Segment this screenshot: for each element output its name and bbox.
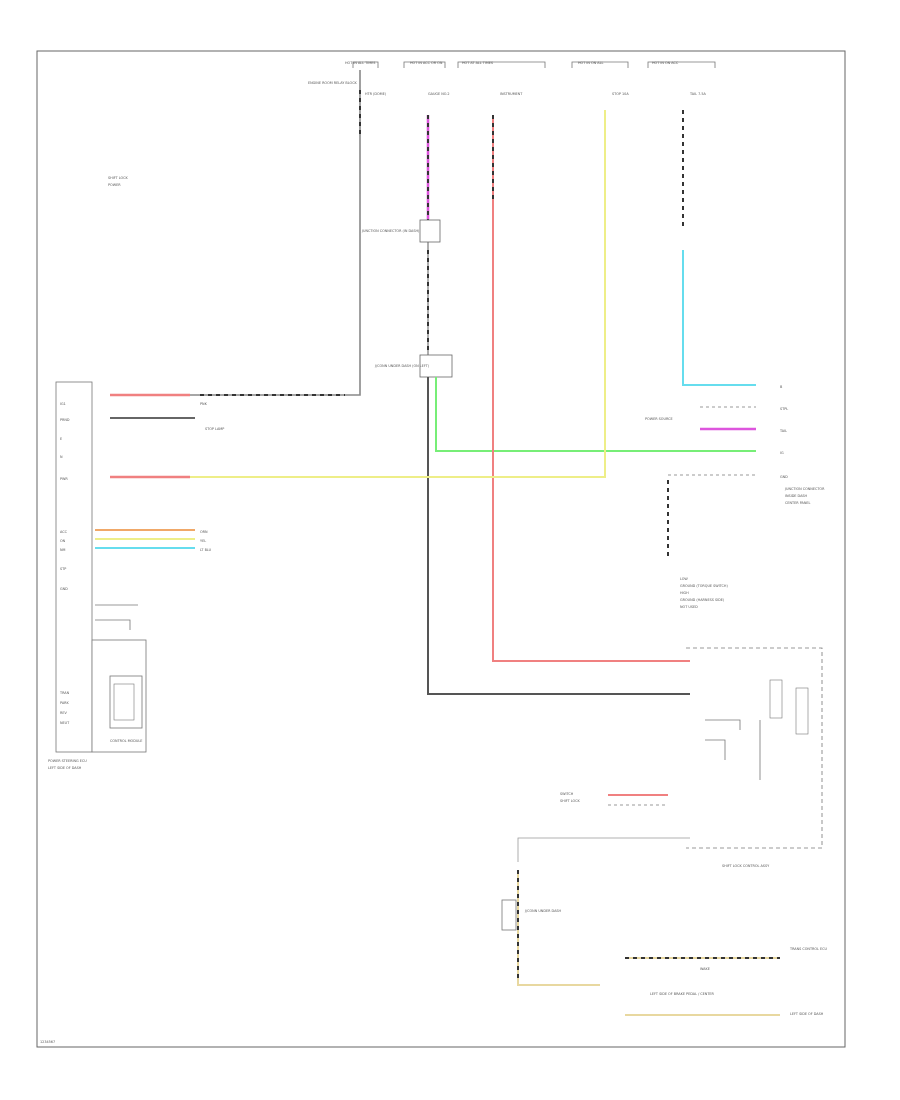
wire-cyan	[682, 250, 756, 386]
top-power-sources: HOT IN ALL TIMES HOT IN ACC OR ON HOT AT…	[308, 61, 716, 96]
ecu-pin-6: ACC	[60, 530, 68, 534]
wire-gray-ground	[517, 837, 690, 862]
ground-connector-label: J/CONN UNDER DASH	[524, 909, 562, 913]
right-terminal-2: STPL	[780, 407, 788, 411]
symbol-legend-5: NOT USED	[680, 605, 698, 609]
wire-green	[435, 377, 756, 452]
symbol-legend-2: GROUND (TORQUE SWITCH)	[680, 584, 728, 588]
ecu-pin-2: PRND	[60, 418, 70, 422]
legend-item-2: POWER	[108, 183, 121, 187]
diagram-code: 1234567	[40, 1040, 55, 1044]
ecu-pin-5: PWR	[60, 477, 68, 481]
wire-yellow	[110, 110, 606, 478]
wire-gray-ig1	[190, 70, 361, 396]
symbol-legend-3: HIGH	[680, 591, 689, 595]
source-label-5: HOT IN ON ACC	[652, 61, 679, 65]
diagram-frame	[36, 50, 846, 1048]
wire-label-orange: ORN	[200, 530, 208, 534]
legend-item-1: SHIFT LOCK	[108, 176, 129, 180]
wire-label-yellow: YEL	[200, 539, 206, 543]
ecu-box-pin-4: NEUT	[60, 721, 70, 725]
wire-label-1: PNK	[200, 402, 208, 406]
wake-label: WAKE	[700, 967, 710, 971]
bottom-right-label-2: LEFT SIDE OF BRAKE PEDAL / CENTER	[650, 992, 715, 996]
ecu-pin-7: ON	[60, 539, 66, 543]
wire-label-lightblue: LT BLU	[200, 548, 212, 552]
ecu-box-pin-2: PARK	[60, 701, 70, 705]
wire-tan-ground	[517, 870, 600, 986]
ecu-pin-10: GND	[60, 587, 68, 591]
fuse-label-1: HTR (DOME)	[365, 92, 387, 96]
ecu-pin-9: STP	[60, 567, 66, 571]
right-note-2: JUNCTION CONNECTOR	[784, 487, 825, 491]
ecu-box-pin-1: TRAN	[59, 691, 70, 695]
symbol-legend: LOW GROUND (TORQUE SWITCH) HIGH GROUND (…	[680, 577, 728, 609]
right-terminal-5: GND	[780, 475, 788, 479]
right-note-4: CENTER PANEL	[785, 501, 811, 505]
right-note-3: INSIDE DASH	[785, 494, 808, 498]
ecu-pin-3: E	[60, 437, 62, 441]
fuse-label-5: TAIL 7.5A	[689, 92, 706, 96]
power-steering-ecu: IG1 PRND E N PWR ACC ON NM STP GND TRAN …	[48, 381, 147, 770]
fuse-label-2: GAUGE NO.2	[428, 92, 450, 96]
ecu-pin-4: N	[60, 455, 63, 459]
ground-connector	[501, 899, 517, 931]
stop-lamp-label: STOP LAMP	[205, 427, 224, 431]
jconn-label-1: JUNCTION CONNECTOR (IN DASH)	[361, 229, 420, 233]
ecu-title-location: LEFT SIDE OF DASH	[48, 766, 82, 770]
source-label-2: HOT IN ACC OR ON	[410, 61, 443, 65]
shift-lock-assy-label: SHIFT LOCK CONTROL ASSY	[722, 864, 770, 868]
right-terminals: B STPL TAIL IG GND POWER SOURCE JUNCTION…	[645, 385, 825, 505]
symbol-legend-1: LOW	[680, 577, 688, 581]
right-note-1: POWER SOURCE	[645, 417, 673, 421]
ecu-pin-8: NM	[60, 548, 66, 552]
ecu-box-pin-3: REV	[60, 711, 67, 715]
source-label-1: HOT IN ALL TIMES	[345, 61, 375, 65]
shift-lock-control-assy: SHIFT LOCK CONTROL ASSY	[686, 647, 823, 868]
right-terminal-4: IG	[780, 451, 784, 455]
ecu-title: POWER STEERING ECU	[48, 759, 87, 763]
right-terminal-1: B	[780, 385, 783, 389]
bottom-right-label-3: LEFT SIDE OF DASH	[790, 1012, 824, 1016]
source-label-3: HOT AT ALL TIMES	[462, 61, 493, 65]
right-terminal-3: TAIL	[779, 429, 787, 433]
engine-room-note: ENGINE ROOM RELAY BLOCK	[308, 81, 358, 85]
ecu-pin-1: IG1	[60, 402, 66, 406]
junction-connector-1	[419, 219, 441, 243]
wire-darkgray	[427, 377, 690, 695]
legend: SHIFT LOCK POWER	[108, 176, 129, 187]
jconn-label-2: J/CONN UNDER DASH (ON LEFT)	[374, 364, 430, 368]
fuse-label-4: STOP 10A	[612, 92, 629, 96]
wire-pink-long	[492, 115, 690, 662]
source-label-4: HOT IN ON ALL	[578, 61, 603, 65]
stop-lamp-switch-label: SWITCH	[560, 792, 574, 796]
fuse-label-3: INSTRUMENT	[500, 92, 523, 96]
symbol-legend-4: GROUND (HARNESS SIDE)	[680, 598, 725, 602]
bottom-right-label-1: TRANS CONTROL ECU	[789, 947, 828, 951]
ecu-control-module-label: CONTROL MODULE	[110, 739, 142, 743]
shift-lock-label: SHIFT LOCK	[560, 799, 581, 803]
